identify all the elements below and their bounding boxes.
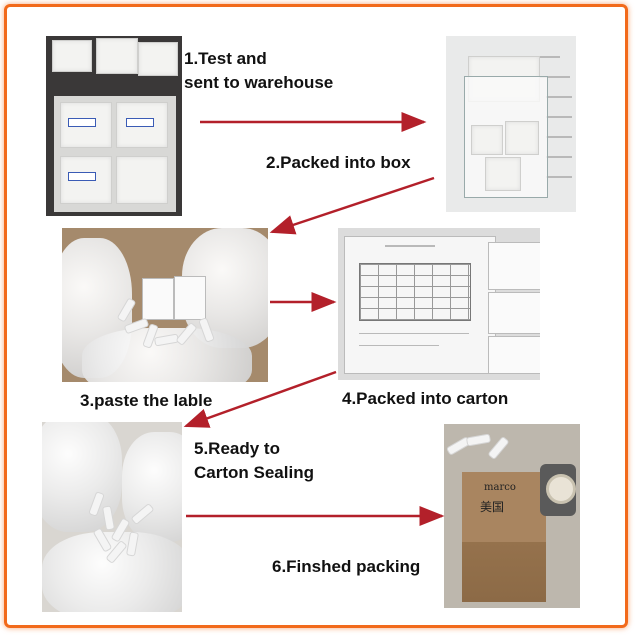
photo-packed-box (446, 36, 576, 212)
carton-marking-country: 美国 (480, 500, 505, 514)
step-2-label: 2.Packed into box (266, 153, 411, 172)
photo-ready-to-seal (42, 422, 182, 612)
step-6-label: 6.Finshed packing (272, 557, 421, 576)
photo-foam-blocks (46, 36, 182, 216)
arrow-step2-to-step3 (269, 176, 435, 235)
step-5-label-line-1: 5.Ready to (194, 439, 280, 458)
photo-document-and-cartons (338, 228, 540, 380)
step-5-label-line-2: Carton Sealing (194, 463, 314, 482)
carton-marking-name: marco (484, 482, 516, 493)
decorative-frame (4, 4, 628, 628)
step-1-label-line-1: 1.Test and (184, 49, 267, 68)
tape-dispenser (540, 464, 576, 516)
step-4-label: 4.Packed into carton (342, 389, 509, 408)
step-1-label-line-2: sent to warehouse (184, 73, 334, 92)
arrow-step4-to-step5 (183, 370, 337, 428)
photo-sealed-carton: marco 美国 (444, 424, 580, 608)
photo-bubble-wrap-box (62, 228, 268, 382)
step-3-label: 3.paste the lable (80, 391, 213, 410)
